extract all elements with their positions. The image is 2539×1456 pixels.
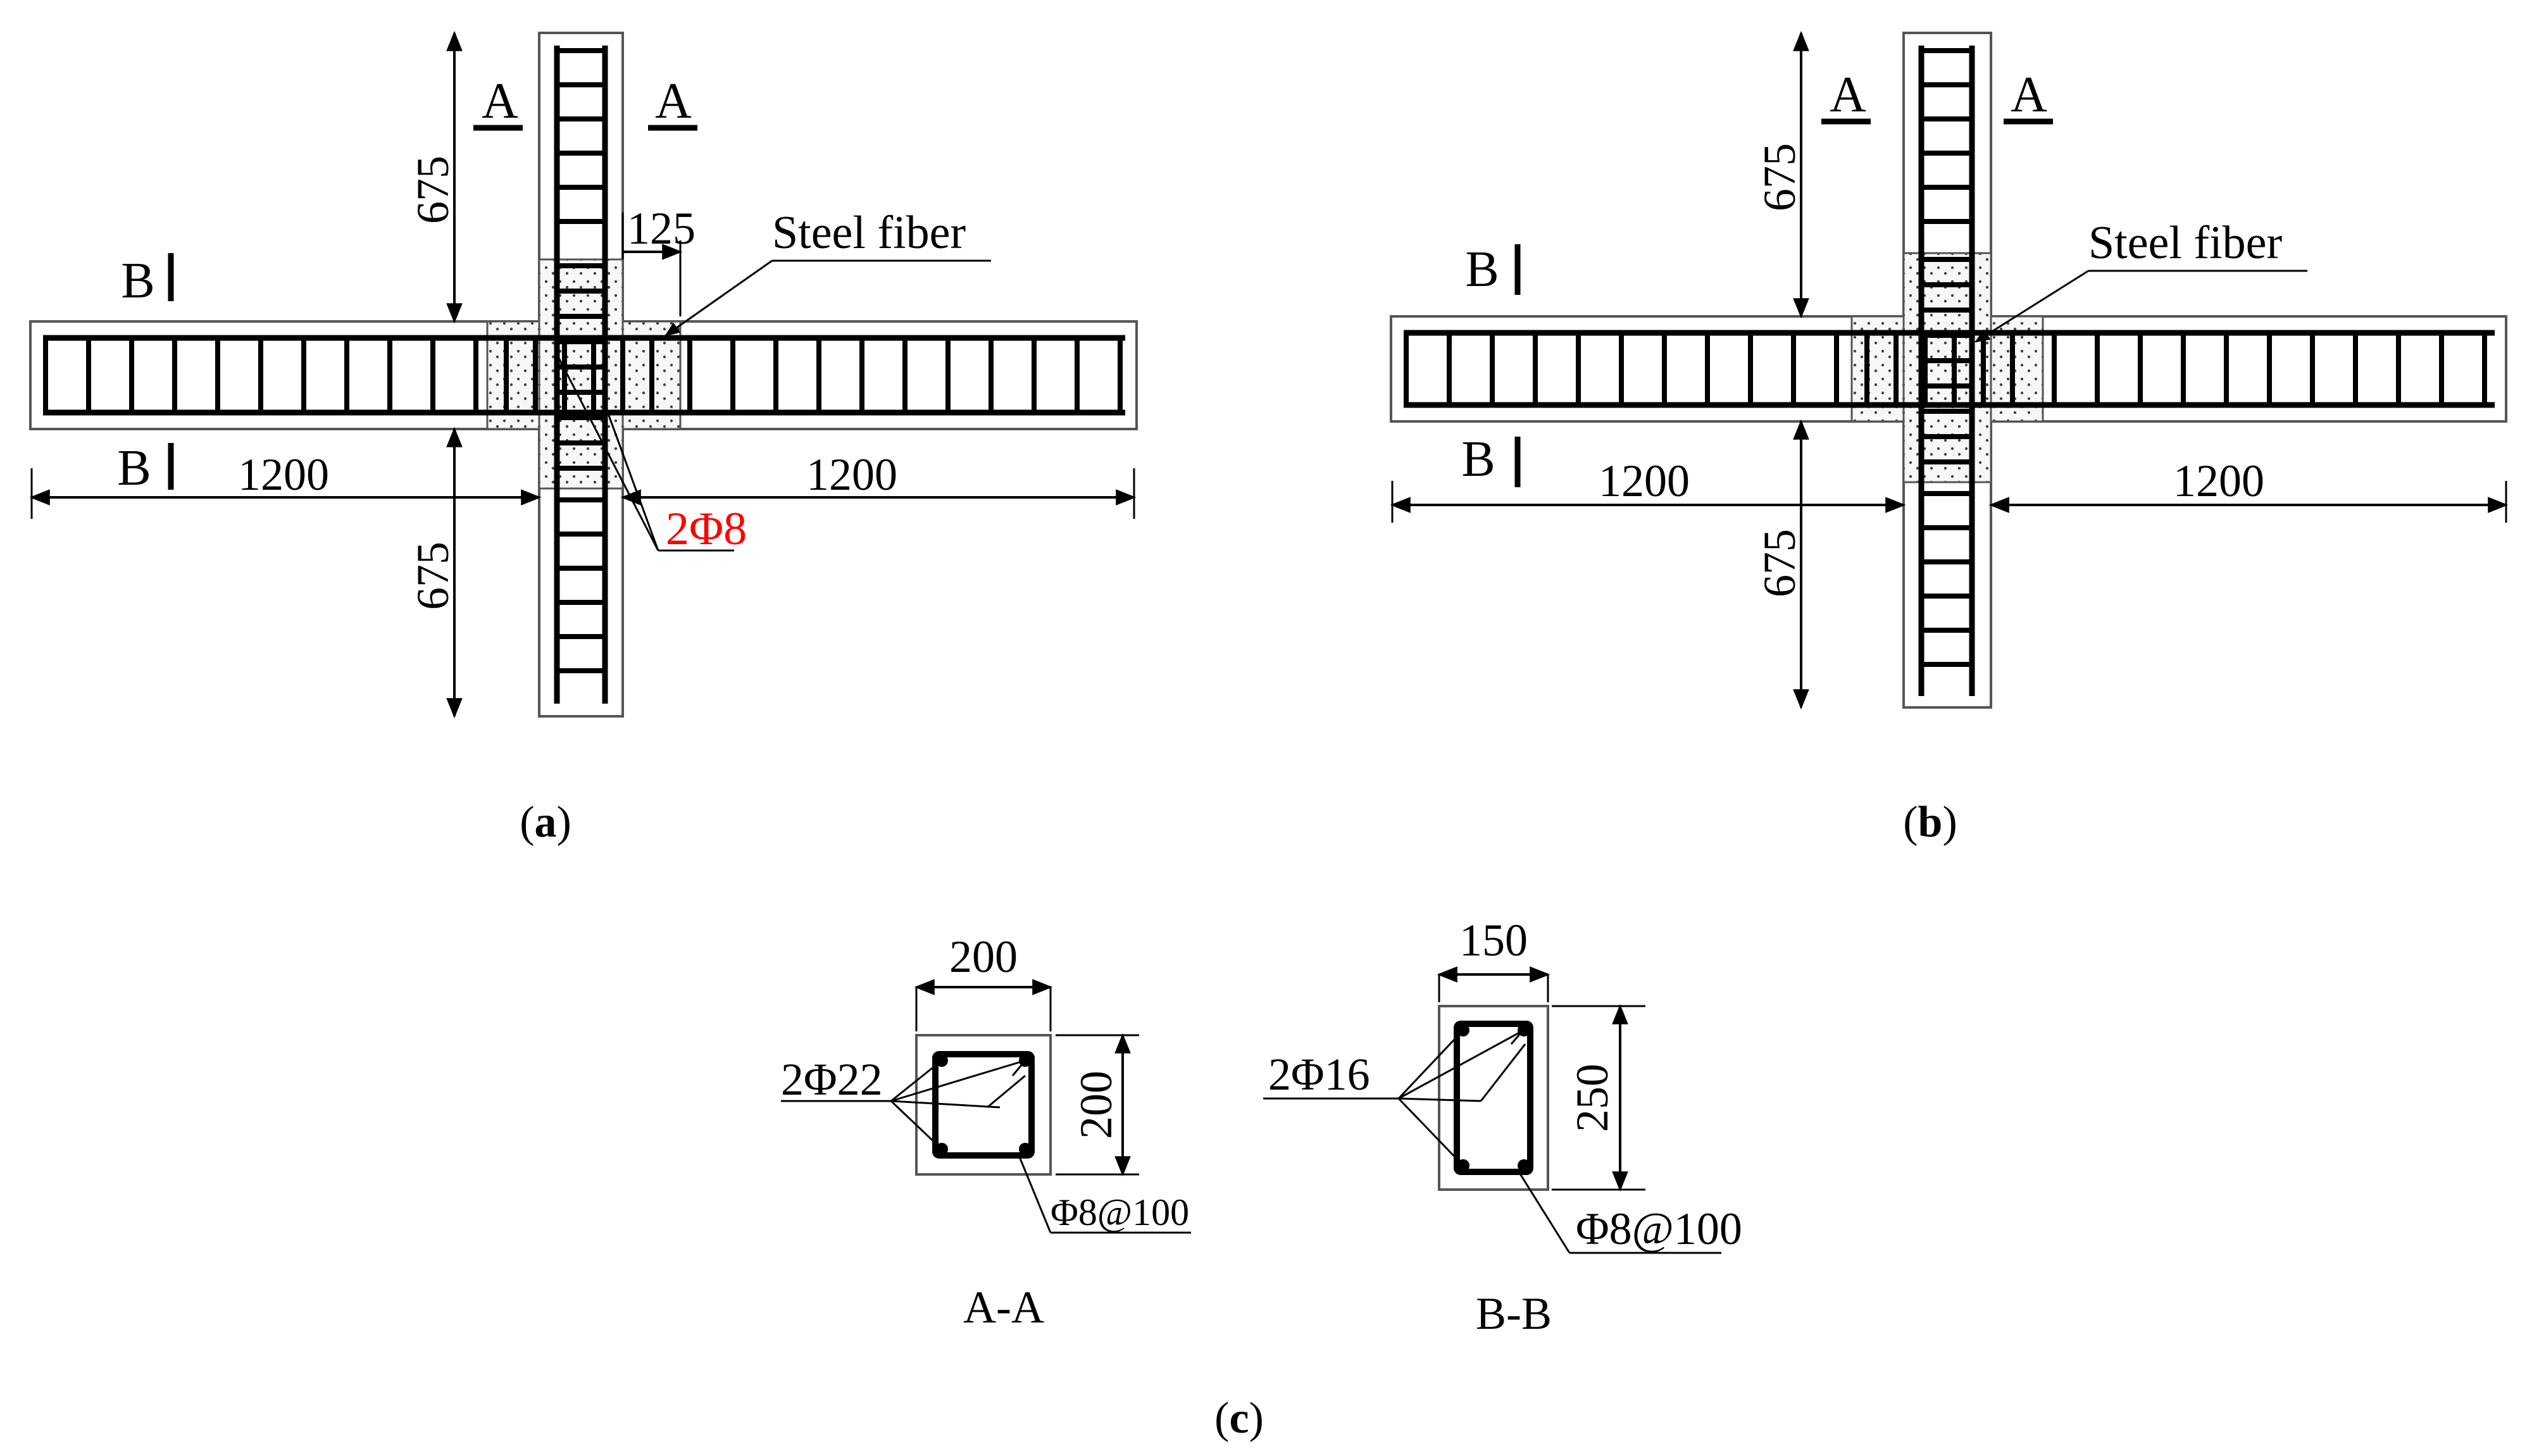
fiber-zone-a-column xyxy=(538,258,624,490)
dim-top-b: 675 xyxy=(1754,143,1805,211)
dim-right-b: 1200 xyxy=(2173,456,2264,506)
column-stirrups-a xyxy=(557,48,605,673)
caption-b: (b) xyxy=(1903,798,1957,847)
panel-c: 200 200 2Φ22 Φ8@100 A-A xyxy=(781,915,1742,1443)
section-mark-a-left-b: A xyxy=(1830,67,1866,123)
bb-height: 250 xyxy=(1567,1064,1618,1132)
section-mark-a-right: A xyxy=(655,73,692,129)
dim-bottom-b: 675 xyxy=(1754,529,1805,597)
panel-a: 675 675 1200 1200 125 A A B B Steel fibe… xyxy=(29,30,1138,847)
section-mark-b-bottom: B xyxy=(117,440,151,496)
bb-long-bars: 2Φ16 xyxy=(1268,1049,1370,1100)
dim-bottom-a: 675 xyxy=(408,542,458,610)
fiber-zone-b-column xyxy=(1902,252,1992,483)
section-mark-b-bottom-b: B xyxy=(1461,432,1495,487)
section-aa: 200 200 2Φ22 Φ8@100 A-A xyxy=(781,931,1191,1333)
dim-left-b: 1200 xyxy=(1599,456,1690,506)
bb-stirrups: Φ8@100 xyxy=(1576,1204,1742,1254)
caption-a: (a) xyxy=(520,798,571,847)
dim-top-a: 675 xyxy=(408,156,458,224)
section-mark-a-left: A xyxy=(482,73,518,129)
beam-stirrups-b xyxy=(1404,333,2487,405)
label-steel-fiber-b: Steel fiber xyxy=(2088,217,2282,269)
column-stirrups-b xyxy=(1921,48,1972,667)
section-mark-a-right-b: A xyxy=(2011,67,2047,123)
aa-stirrups: Φ8@100 xyxy=(1051,1192,1189,1233)
aa-title: A-A xyxy=(963,1282,1044,1333)
aa-width: 200 xyxy=(949,931,1018,982)
section-mark-b-top: B xyxy=(121,253,154,309)
aa-height: 200 xyxy=(1071,1071,1121,1139)
section-bb: 150 250 2Φ16 Φ8@100 B-B xyxy=(1263,915,1742,1339)
dim-right-a: 1200 xyxy=(806,449,897,500)
dim-zone-a: 125 xyxy=(627,203,696,254)
panel-b: 675 675 1200 1200 A A B B Steel fiber (b… xyxy=(1390,30,2509,847)
beam-stirrups-a xyxy=(43,338,1123,413)
dim-left-a: 1200 xyxy=(238,449,329,500)
aa-long-bars: 2Φ22 xyxy=(781,1054,883,1105)
section-mark-b-top-b: B xyxy=(1465,242,1499,297)
label-rebar-a: 2Φ8 xyxy=(666,503,747,555)
caption-c: (c) xyxy=(1214,1394,1264,1443)
bb-width: 150 xyxy=(1459,915,1528,966)
label-steel-fiber-a: Steel fiber xyxy=(772,207,966,259)
bb-title: B-B xyxy=(1476,1288,1552,1339)
